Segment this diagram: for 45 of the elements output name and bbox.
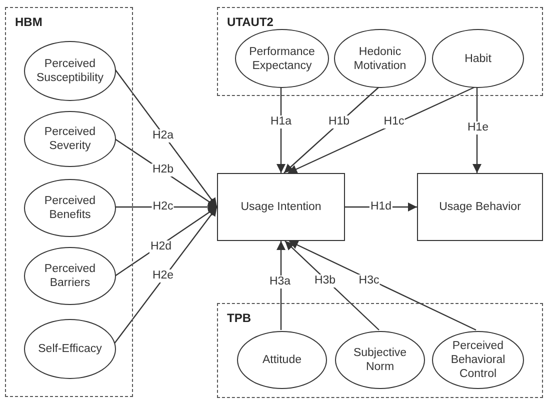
group-title: TPB [227, 310, 251, 327]
arrow [345, 202, 417, 212]
construct-label: Perceived Behavioral Control [450, 339, 506, 381]
construct-label: Usage Intention [240, 200, 322, 214]
construct-label: Perceived Severity [43, 125, 97, 153]
arrow [288, 240, 476, 331]
construct-label: Hedonic Motivation [352, 44, 408, 72]
edge-label: H1e [466, 122, 490, 134]
edge-label: H1a [269, 116, 293, 128]
group-title: UTAUT2 [227, 14, 274, 31]
edge-label: H2d [149, 240, 173, 254]
edge-label: H1b [327, 116, 351, 128]
dashed-group-frame [5, 7, 133, 397]
edge-label: H2b [151, 164, 175, 176]
construct-label: Attitude [262, 353, 302, 367]
arrow [284, 240, 380, 330]
edge-label: H2e [151, 270, 175, 282]
construct-label: Perceived Barriers [43, 262, 97, 290]
dashed-group-frame [217, 7, 543, 96]
arrow [114, 206, 218, 276]
edge-label: H2a [151, 130, 175, 142]
construct-label: Habit [464, 52, 492, 66]
arrow [115, 202, 217, 212]
arrow [114, 206, 218, 344]
arrow [276, 87, 286, 173]
construct-label: Perceived Susceptibility [35, 57, 105, 85]
dashed-group-frame [217, 303, 543, 398]
construct-box [417, 173, 543, 241]
arrow [288, 86, 476, 174]
edge-label: H3c [358, 274, 380, 288]
construct-label: Perceived Benefits [43, 194, 97, 222]
group-title: HBM [15, 14, 42, 31]
construct-label: Performance Expectancy [248, 44, 316, 72]
arrow [284, 86, 380, 174]
arrow [114, 138, 218, 208]
edge-label: H1c [382, 116, 406, 128]
arrow [276, 241, 286, 330]
arrow [472, 87, 482, 173]
arrow [114, 68, 218, 208]
edge-label: H3a [268, 276, 292, 288]
edge-label: H3b [313, 274, 337, 288]
construct-label: Subjective Norm [352, 346, 408, 374]
construct-label: Usage Behavior [439, 200, 521, 214]
construct-label: Self-Efficacy [38, 342, 102, 356]
construct-box [217, 173, 345, 241]
